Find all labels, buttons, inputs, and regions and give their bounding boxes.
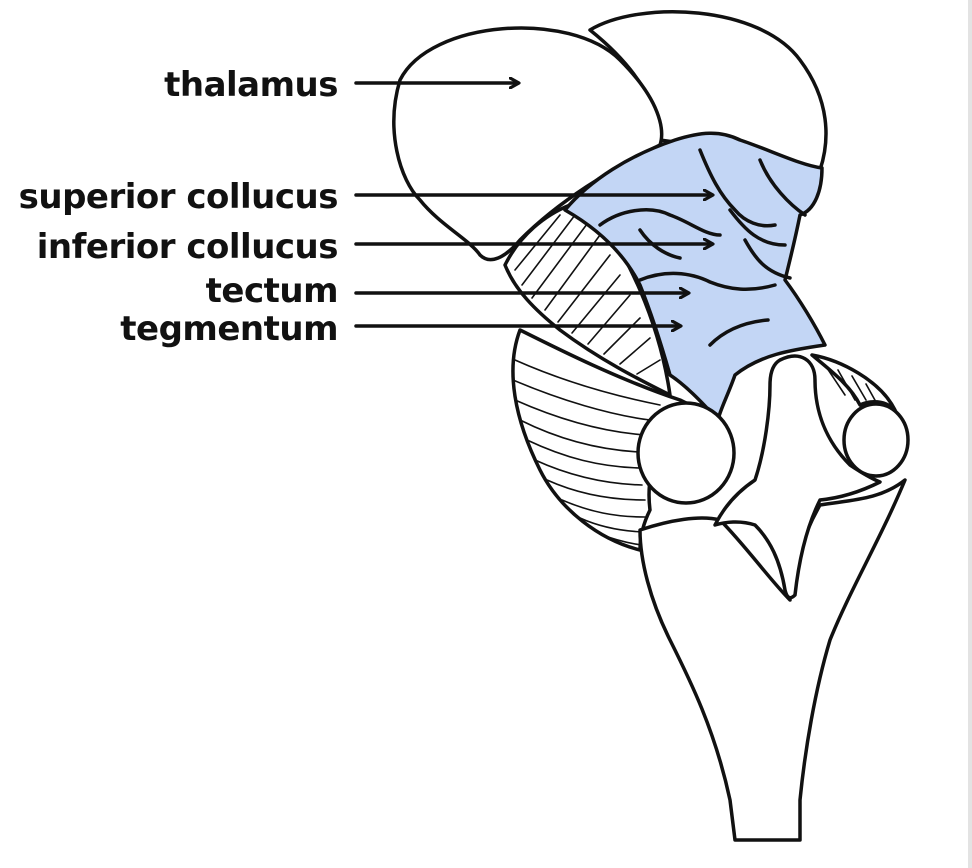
label-inferior-colliculus: inferior collucus	[37, 227, 338, 267]
label-tectum: tectum	[206, 271, 338, 311]
cerebral-peduncle-right	[812, 355, 895, 410]
right-cerebellar-peduncle	[844, 404, 908, 476]
label-tegmentum: tegmentum	[120, 309, 338, 349]
label-thalamus: thalamus	[164, 65, 338, 105]
label-superior-colliculus: superior collucus	[19, 177, 338, 217]
left-cerebellar-peduncle	[638, 403, 734, 503]
